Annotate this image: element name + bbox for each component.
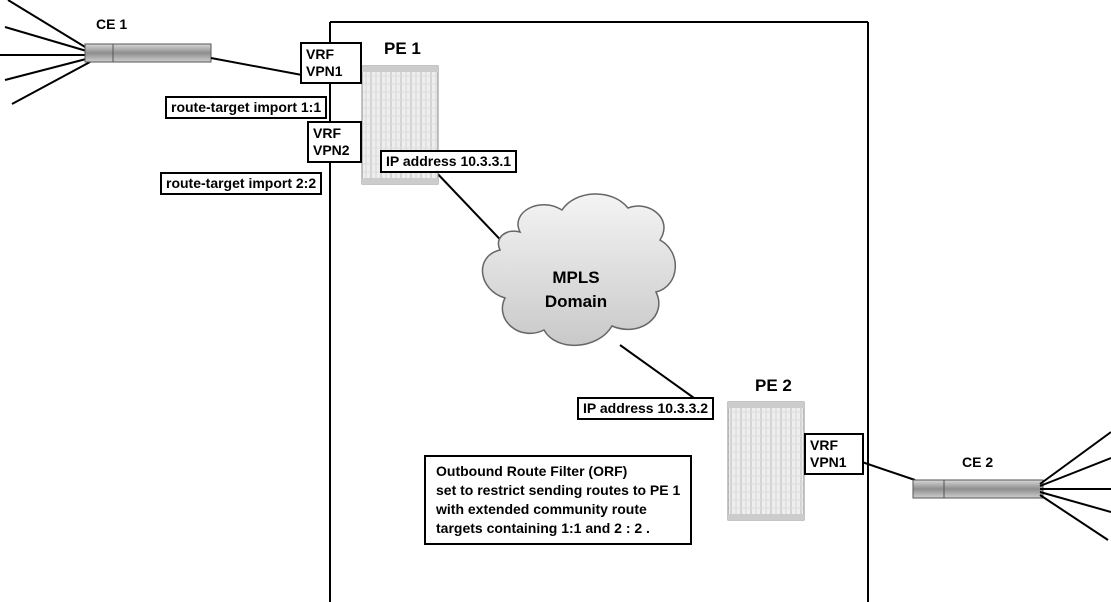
pe1-route-target-1: route-target import 1:1 bbox=[165, 96, 328, 119]
ce2-links bbox=[1039, 431, 1111, 541]
ce2-label: CE 2 bbox=[962, 454, 994, 470]
pe1-route-target-2: route-target import 2:2 bbox=[160, 172, 323, 195]
ce1-pe1-link bbox=[210, 57, 303, 76]
pe2-router bbox=[727, 401, 805, 521]
cloud-pe2-link bbox=[619, 344, 695, 399]
mpls-cloud-label: MPLS Domain bbox=[541, 266, 611, 314]
orf-note-line4: targets containing 1:1 and 2 : 2 . bbox=[436, 520, 650, 536]
pe1-vrf-vpn2-line2: VPN2 bbox=[313, 142, 350, 158]
pe1-vrf-vpn1-line1: VRF bbox=[306, 46, 334, 62]
ce1-label: CE 1 bbox=[96, 16, 128, 32]
pe1-vrf-vpn2-line1: VRF bbox=[313, 125, 341, 141]
orf-note-box: Outbound Route Filter (ORF) set to restr… bbox=[424, 455, 693, 545]
provider-domain-boundary bbox=[329, 21, 869, 602]
pe2-ip-address: IP address 10.3.3.2 bbox=[577, 397, 715, 420]
pe2-label: PE 2 bbox=[755, 376, 792, 395]
pe2-vrf-vpn1-box: VRF VPN1 bbox=[804, 433, 864, 475]
ce1-links bbox=[0, 0, 91, 105]
pe1-vrf-vpn2-box: VRF VPN2 bbox=[307, 121, 362, 163]
ce1-router bbox=[84, 43, 212, 63]
mpls-cloud bbox=[481, 193, 676, 346]
pe1-ip-address: IP address 10.3.3.1 bbox=[380, 150, 518, 173]
pe2-vrf-vpn1-line2: VPN1 bbox=[810, 454, 847, 470]
pe1-label: PE 1 bbox=[384, 39, 421, 58]
orf-note-line1: Outbound Route Filter (ORF) bbox=[436, 463, 628, 479]
orf-note-line2: set to restrict sending routes to PE 1 bbox=[436, 482, 681, 498]
mpls-cloud-line1: MPLS bbox=[552, 268, 600, 287]
ce2-router bbox=[912, 479, 1044, 499]
orf-note-line3: with extended community route bbox=[436, 501, 647, 517]
mpls-cloud-line2: Domain bbox=[544, 292, 608, 311]
pe2-ce2-link bbox=[861, 461, 916, 481]
pe1-vrf-vpn1-line2: VPN1 bbox=[306, 63, 343, 79]
pe2-vrf-vpn1-line1: VRF bbox=[810, 437, 838, 453]
pe1-vrf-vpn1-box: VRF VPN1 bbox=[300, 42, 362, 84]
